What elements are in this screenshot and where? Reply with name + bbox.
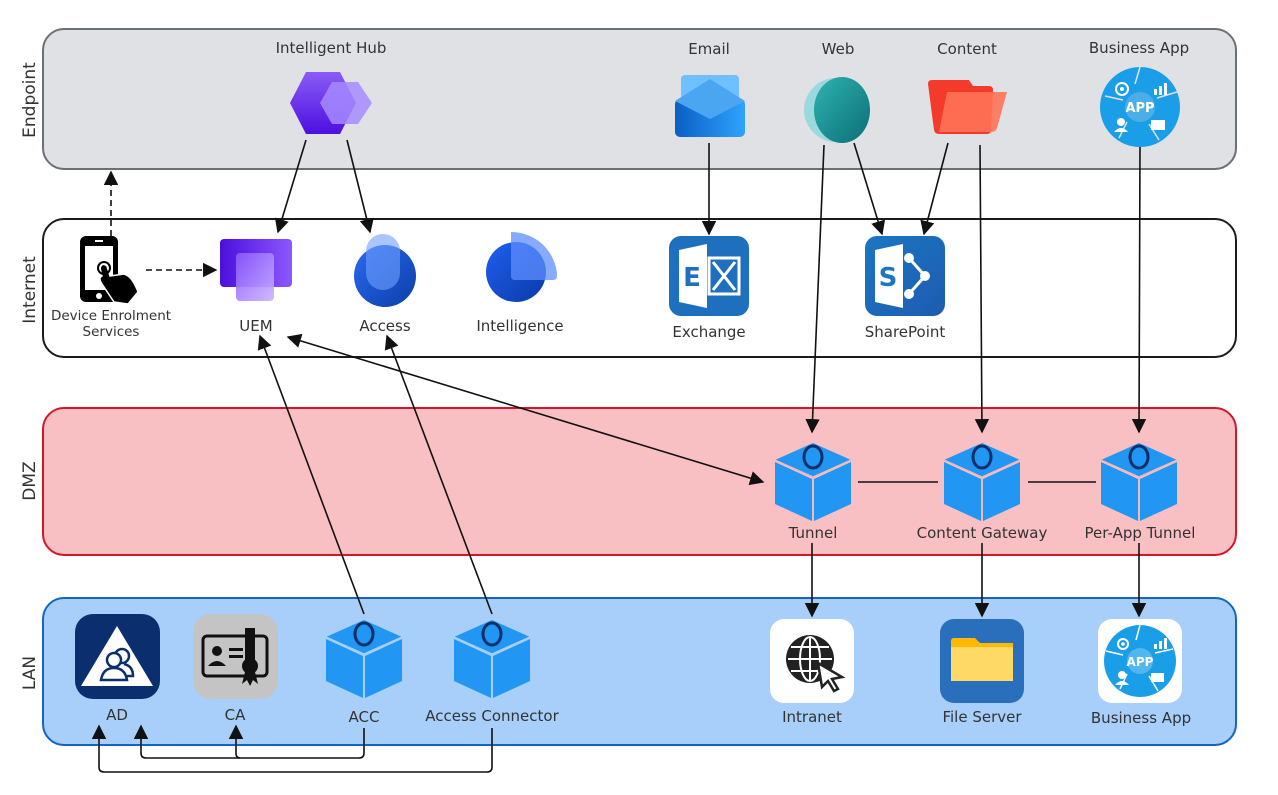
- access-icon[interactable]: [352, 232, 418, 308]
- app-badge-text: APP: [1125, 101, 1154, 116]
- exchange-letter: E: [683, 263, 701, 293]
- access-connector-cube-icon[interactable]: [452, 620, 532, 698]
- label-per-app-tunnel: Per-App Tunnel: [1084, 524, 1196, 542]
- per-app-tunnel-cube-icon[interactable]: [1099, 443, 1179, 521]
- label-access-connector: Access Connector: [425, 707, 559, 725]
- label-content: Content: [937, 40, 997, 58]
- label-web: Web: [821, 40, 855, 58]
- email-icon[interactable]: [675, 75, 745, 137]
- content-gateway-cube-icon[interactable]: [942, 443, 1022, 521]
- zone-label-lan: LAN: [20, 655, 40, 691]
- zone-label-dmz: DMZ: [20, 461, 40, 501]
- label-uem: UEM: [239, 317, 273, 335]
- sharepoint-letter: S: [879, 263, 898, 293]
- label-sharepoint: SharePoint: [864, 323, 946, 341]
- sharepoint-icon[interactable]: S: [865, 236, 945, 316]
- ca-certificate-icon[interactable]: [193, 614, 278, 699]
- label-access: Access: [359, 317, 411, 335]
- label-device-enrolment-line2: Services: [82, 324, 140, 340]
- label-business-app-endpoint: Business App: [1088, 39, 1190, 57]
- label-intranet: Intranet: [782, 708, 842, 726]
- intelligent-hub-icon[interactable]: [290, 70, 374, 136]
- label-device-enrolment: Device Enrolment Services: [51, 308, 171, 340]
- tunnel-cube-icon[interactable]: [773, 443, 853, 521]
- device-enrolment-icon[interactable]: [80, 236, 142, 306]
- intranet-icon[interactable]: [770, 619, 854, 703]
- business-app-server-icon[interactable]: APP: [1098, 619, 1182, 703]
- file-server-folder-icon[interactable]: [940, 619, 1024, 703]
- content-folder-icon[interactable]: [925, 80, 1009, 134]
- label-intelligence: Intelligence: [476, 317, 564, 335]
- exchange-icon[interactable]: E: [669, 236, 749, 316]
- label-ad: AD: [106, 706, 128, 724]
- web-icon[interactable]: [802, 72, 874, 144]
- label-file-server: File Server: [942, 708, 1022, 726]
- business-app-icon[interactable]: APP: [1099, 66, 1181, 148]
- label-acc: ACC: [348, 708, 380, 726]
- label-intelligent-hub: Intelligent Hub: [275, 39, 387, 57]
- zone-dmz: [42, 407, 1237, 556]
- label-email: Email: [688, 40, 730, 58]
- intelligence-icon[interactable]: [485, 232, 559, 304]
- uem-icon[interactable]: [220, 239, 292, 303]
- zone-label-internet: Internet: [20, 256, 40, 324]
- label-ca: CA: [224, 706, 246, 724]
- label-exchange: Exchange: [672, 323, 746, 341]
- ad-icon[interactable]: [75, 614, 160, 699]
- acc-cube-icon[interactable]: [324, 620, 404, 698]
- label-tunnel: Tunnel: [788, 524, 838, 542]
- label-device-enrolment-line1: Device Enrolment: [50, 308, 172, 324]
- label-content-gateway: Content Gateway: [916, 524, 1048, 542]
- label-business-app-lan: Business App: [1090, 709, 1192, 727]
- zone-endpoint: [42, 28, 1237, 170]
- zone-label-endpoint: Endpoint: [20, 62, 40, 138]
- app-badge-text-lan: APP: [1127, 655, 1154, 669]
